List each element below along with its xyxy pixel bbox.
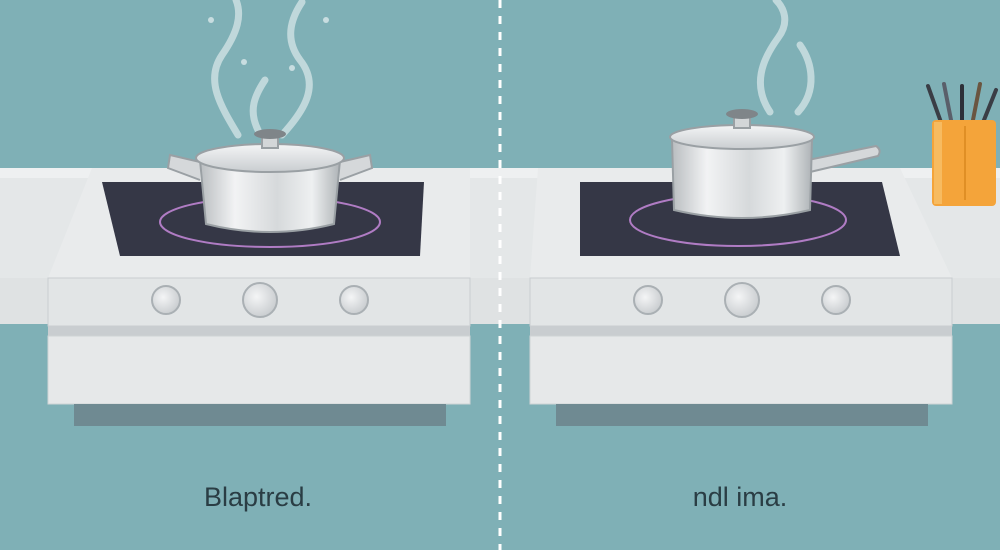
right-stove	[529, 168, 953, 426]
right-knob-3[interactable]	[821, 285, 851, 315]
left-knob-2[interactable]	[242, 282, 278, 318]
right-caption: ndl ima.	[692, 482, 788, 512]
right-knob-1[interactable]	[633, 285, 663, 315]
right-knob-2[interactable]	[724, 282, 760, 318]
left-pot	[166, 0, 374, 233]
right-steam	[756, 0, 815, 116]
left-knob-1[interactable]	[151, 285, 181, 315]
pencil-cup	[926, 82, 998, 206]
left-steam	[211, 0, 313, 139]
left-caption: Blaptred.	[203, 482, 313, 512]
left-knob-3[interactable]	[339, 285, 369, 315]
right-pot	[669, 0, 881, 219]
